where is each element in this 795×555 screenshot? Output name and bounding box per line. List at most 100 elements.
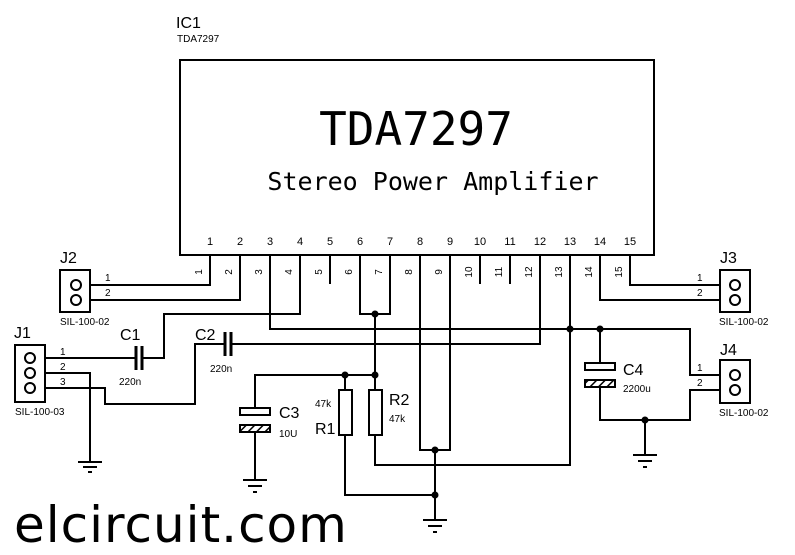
junction-dot	[431, 446, 439, 454]
j1-ref: J1	[14, 325, 31, 342]
junction-dot	[596, 325, 604, 333]
ground-main	[423, 519, 447, 533]
ground-j1	[78, 461, 102, 473]
ic-pin-side-number: 2	[224, 269, 235, 275]
wire-j1-3-c2	[30, 343, 224, 405]
j2-type: SIL-100-02	[60, 317, 110, 328]
j1-pin1-label: 1	[60, 347, 66, 358]
ic-pin-side-number: 15	[614, 266, 625, 278]
c1-value: 220n	[119, 377, 141, 388]
wire-pin12-c2	[232, 255, 541, 345]
ic-subtitle: Stereo Power Amplifier	[267, 167, 598, 196]
wire-pin15-j3	[629, 255, 733, 286]
junction-dot	[641, 416, 649, 424]
ic-body	[179, 59, 655, 256]
ic-pin-side-number: 5	[314, 269, 325, 275]
c3-value: 10U	[279, 429, 297, 440]
r1-value: 47k	[315, 399, 332, 410]
ic-pin-number: 4	[297, 236, 303, 248]
ic-pin-side-number: 6	[344, 269, 355, 275]
j2-body	[59, 269, 91, 313]
capacitor-c4[interactable]: C4 2200u	[584, 362, 651, 395]
ic-pin-side-number: 11	[494, 266, 505, 277]
ic-pin-number: 7	[387, 236, 393, 248]
ic-pin-number: 8	[417, 236, 423, 248]
j4-type: SIL-100-02	[719, 408, 769, 419]
ic-pin-number: 13	[564, 236, 576, 248]
c3-plate-negative	[239, 424, 271, 433]
c4-ref: C4	[623, 362, 644, 379]
ic-pin-side-number: 10	[464, 266, 475, 278]
capacitor-c1[interactable]: C1 220n	[119, 327, 144, 388]
j1-pin1[interactable]	[24, 352, 36, 364]
ic-pin-side-number: 14	[584, 266, 595, 278]
wire-pin13	[374, 255, 571, 466]
resistor-r1[interactable]: 47k R1	[315, 389, 353, 438]
wire-c3-top	[254, 374, 375, 408]
j4-ref: J4	[720, 342, 737, 359]
j3-pin1[interactable]	[729, 279, 741, 291]
j4-pin1[interactable]	[729, 369, 741, 381]
j1-pin3[interactable]	[24, 382, 36, 394]
ic-ref: IC1	[176, 15, 201, 32]
capacitor-c3[interactable]: C3 10U	[239, 405, 300, 440]
wire-pin4-c1	[143, 255, 301, 359]
ic-part: TDA7297	[177, 34, 220, 45]
j3-ref: J3	[720, 250, 737, 267]
capacitor-c2[interactable]: C2 220n	[195, 327, 233, 375]
j4-body	[719, 359, 751, 404]
r2-value: 47k	[389, 414, 406, 425]
junction-dot	[431, 491, 439, 499]
r1-body	[338, 389, 353, 436]
c2-ref: C2	[195, 327, 216, 344]
wire-pin14-j3	[599, 255, 733, 301]
wire-c4-j4	[599, 386, 735, 421]
ic-pin-number: 9	[447, 236, 453, 248]
wire-j1-2-gnd	[30, 372, 91, 462]
wire-r1-bot	[344, 435, 435, 496]
junction-dot	[566, 325, 574, 333]
ic-title: TDA7297	[319, 102, 513, 156]
ic-pin-side-number: 7	[374, 269, 385, 275]
connector-j2[interactable]: J2 1 2 SIL-100-02	[59, 250, 111, 328]
j3-pin2[interactable]	[729, 294, 741, 306]
j1-type: SIL-100-03	[15, 407, 65, 418]
junction-dot	[371, 310, 379, 318]
connector-j1[interactable]: J1 1 2 3 SIL-100-03	[14, 325, 66, 418]
j3-pin1-label: 1	[697, 273, 703, 284]
ic-pin-side-number: 12	[524, 266, 535, 278]
ic-pin-number: 3	[267, 236, 273, 248]
j4-pin2[interactable]	[729, 384, 741, 396]
j2-pin1[interactable]	[70, 279, 82, 291]
ground-c3	[243, 479, 267, 493]
ic-pin-number: 10	[474, 236, 486, 248]
j2-pin1-label: 1	[105, 273, 111, 284]
wire-pin6-7	[359, 255, 391, 315]
connector-j4[interactable]: J4 1 2 SIL-100-02	[697, 342, 769, 419]
ic-pin-side-number: 9	[434, 269, 445, 275]
c3-ref: C3	[279, 405, 300, 422]
ic-pin-number: 11	[504, 236, 515, 248]
j2-ref: J2	[60, 250, 77, 267]
ic-pin-number: 12	[534, 236, 546, 248]
junction-dot	[371, 371, 379, 379]
wire-pin3-bus	[269, 255, 735, 376]
ic-pin-side-number: 4	[284, 269, 295, 275]
resistor-r2[interactable]: R2 47k	[368, 389, 410, 436]
connector-j3[interactable]: J3 1 2 SIL-100-02	[697, 250, 769, 328]
j2-pin2[interactable]	[70, 294, 82, 306]
r1-ref: R1	[315, 421, 336, 438]
c1-ref: C1	[120, 327, 141, 344]
c3-plate-positive	[239, 407, 271, 416]
ic-pin-number: 5	[327, 236, 333, 248]
r2-body	[368, 389, 383, 436]
c2-value: 220n	[210, 364, 232, 375]
ground-c4	[633, 454, 657, 468]
c4-value: 2200u	[623, 384, 651, 395]
j1-pin3-label: 3	[60, 377, 66, 388]
c4-plate-positive	[584, 362, 616, 371]
j1-pin2[interactable]	[24, 367, 36, 379]
junctions	[341, 310, 649, 499]
